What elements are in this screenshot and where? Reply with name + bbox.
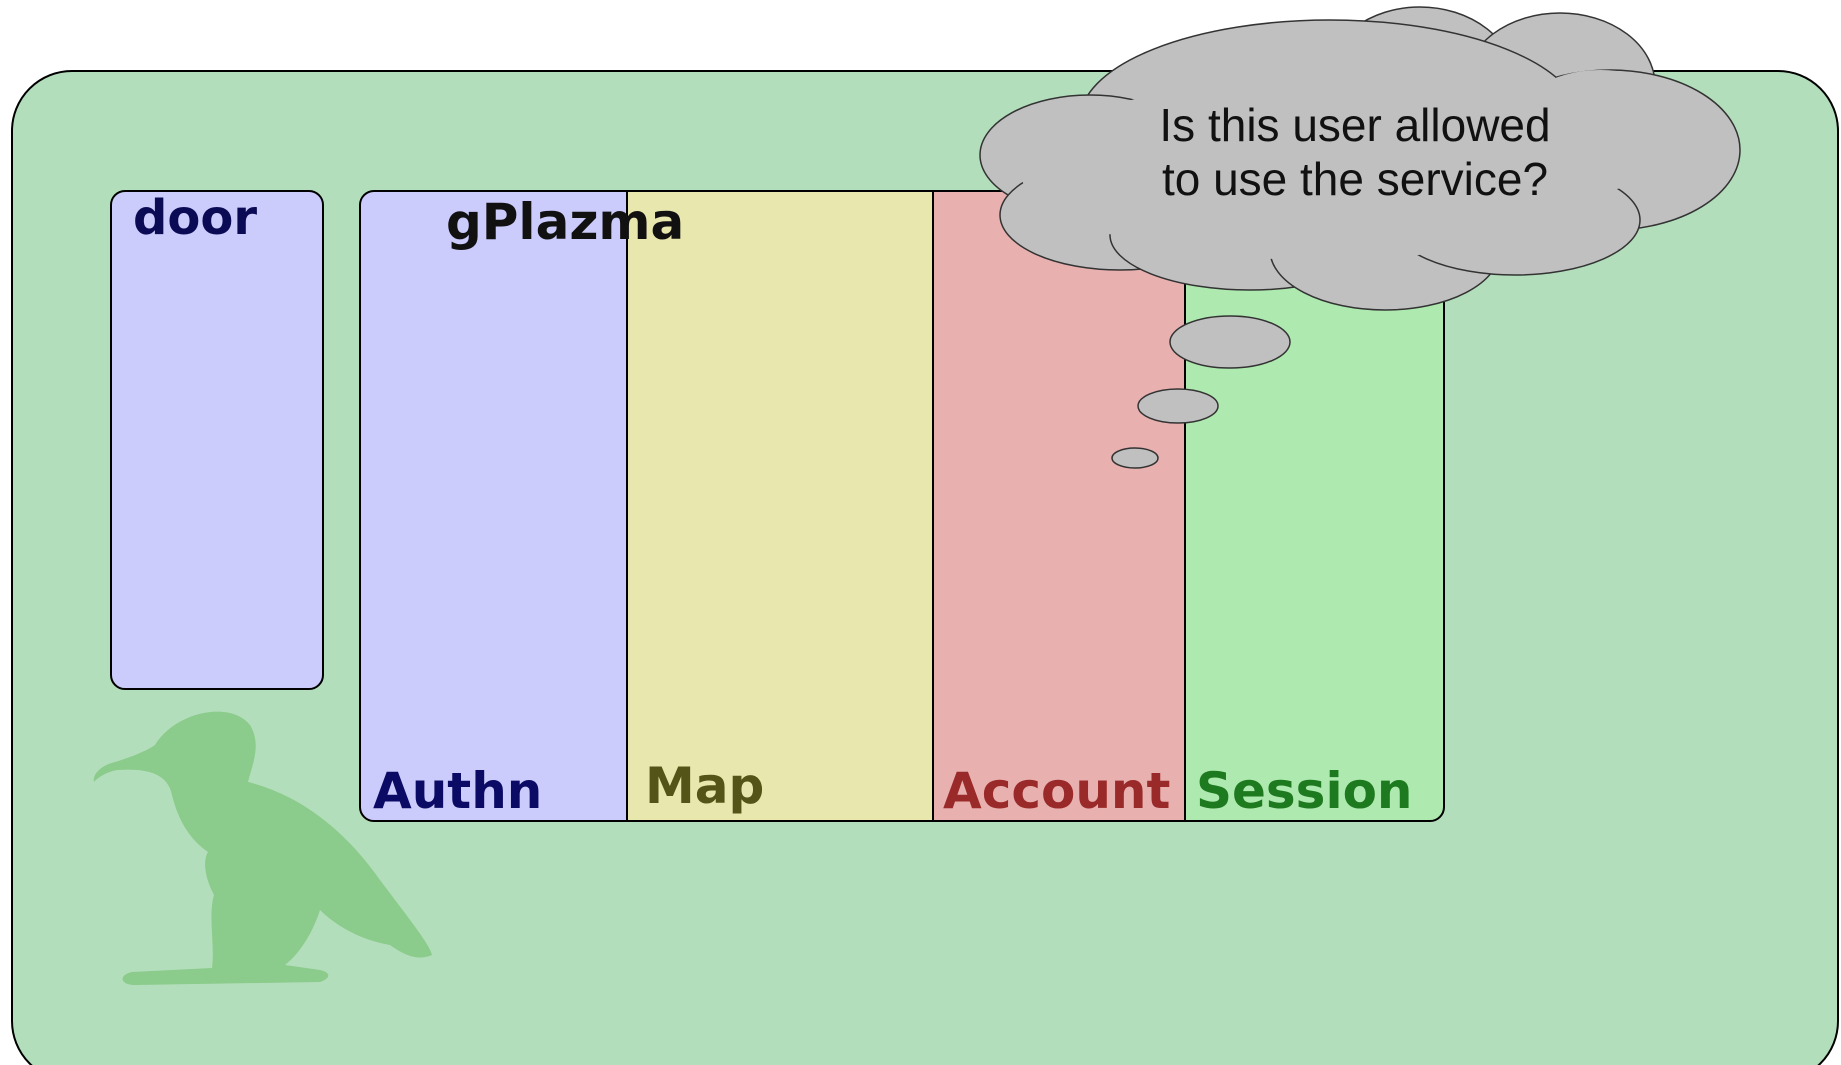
phase-map [627, 191, 933, 821]
phase-label-session: Session [1196, 762, 1413, 820]
gplazma-border [359, 190, 1445, 822]
thought-cloud [979, 6, 1741, 311]
gplazma-title: gPlazma [446, 193, 685, 251]
thought-line-1: Is this user allowed [1159, 99, 1551, 151]
door-label: door [133, 190, 257, 246]
phase-account [933, 191, 1185, 821]
thought-bubbles [1111, 315, 1291, 469]
bird-icon [93, 711, 432, 985]
thought-line-2: to use the service? [1161, 153, 1549, 205]
door-box [110, 190, 324, 690]
phase-label-account: Account [943, 762, 1171, 820]
phase-authn [360, 191, 627, 821]
thought-text: Is this user allowed to use the service? [1115, 98, 1595, 206]
phase-label-authn: Authn [373, 762, 543, 820]
phase-label-map: Map [645, 757, 765, 815]
